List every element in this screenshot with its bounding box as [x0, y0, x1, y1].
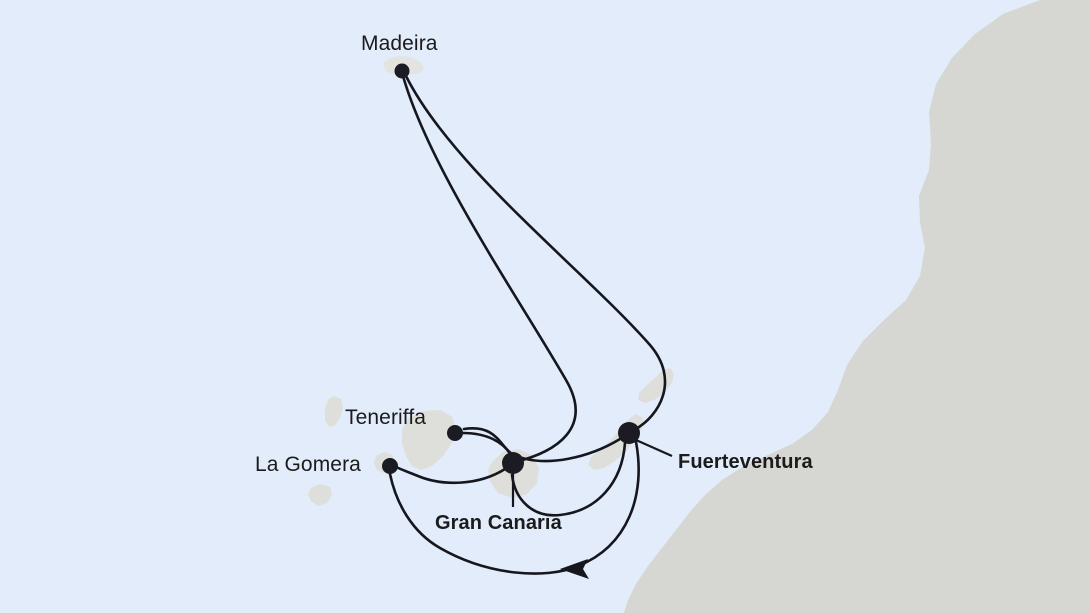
- el-hierro-island: [308, 484, 332, 506]
- port-label-gran-canaria: Gran Canaria: [435, 512, 562, 534]
- route-direction-arrowhead: [560, 559, 589, 579]
- route-gran-canaria-to-la-gomera: [394, 465, 507, 485]
- africa-mainland: [624, 0, 1090, 613]
- port-label-madeira: Madeira: [361, 32, 438, 55]
- port-label-fuerteventura: Fuerteventura: [678, 451, 813, 473]
- route-fuerteventura-southern-return: [510, 441, 627, 517]
- route-madeira-to-gran-canaria: [401, 74, 577, 464]
- route-madeira-to-fuerteventura: [404, 74, 667, 432]
- port-label-teneriffa: Teneriffa: [345, 406, 427, 429]
- port-label-la-gomera: La Gomera: [255, 453, 361, 476]
- port-dot-la-gomera[interactable]: [382, 458, 398, 474]
- port-dot-teneriffa[interactable]: [447, 425, 463, 441]
- port-dot-madeira[interactable]: [394, 63, 410, 79]
- port-dot-fuerteventura[interactable]: [618, 422, 640, 444]
- la-palma-island: [325, 396, 343, 427]
- route-la-gomera-southern-loop: [388, 440, 640, 575]
- fuerteventura-leader-line: [635, 438, 673, 458]
- tenerife-island: [402, 410, 456, 470]
- route-lines: [388, 74, 667, 575]
- port-dot-gran-canaria[interactable]: [502, 452, 524, 474]
